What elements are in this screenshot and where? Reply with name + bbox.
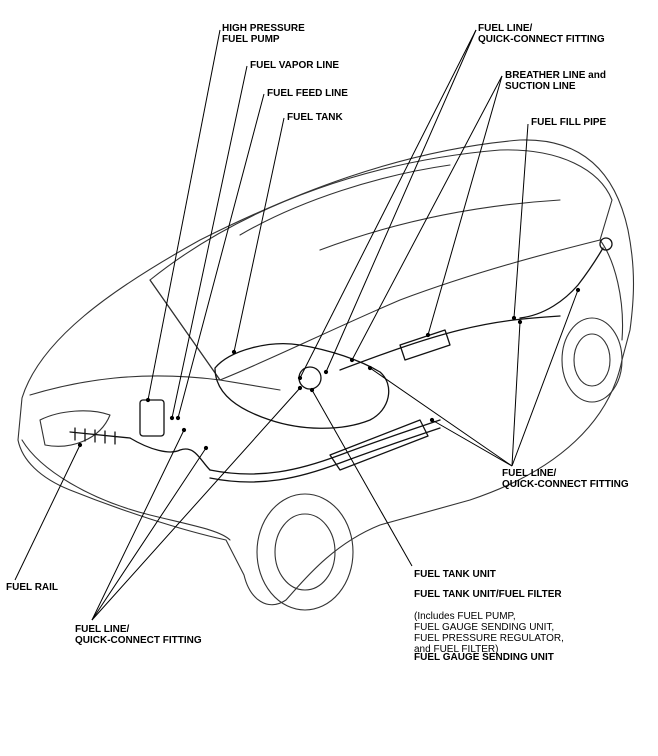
- leader-fuel-line-bottom-2-tip: [203, 445, 209, 451]
- rear-wheel-outer: [561, 317, 623, 403]
- label-line: FUEL RAIL: [6, 582, 59, 593]
- underfloor-fuel-lines: [209, 419, 441, 475]
- leader-fuel-fill-pipe-tip: [511, 315, 517, 321]
- exhaust-muffler: [329, 419, 429, 471]
- leader-fuel-feed-line: [177, 93, 265, 419]
- leader-fuel-rail-tip: [77, 442, 83, 448]
- leader-fuel-line-bottom-1-tip: [181, 427, 187, 433]
- label-line: FUEL TANK: [287, 112, 343, 123]
- leader-fuel-rail: [14, 444, 81, 581]
- leader-breather-2: [427, 75, 503, 336]
- leader-fuel-line-right-3-tip: [517, 319, 523, 325]
- leader-fuel-vapor-line-tip: [169, 415, 175, 421]
- label-line: FUEL LINE/: [75, 624, 130, 635]
- leader-fuel-line-bottom-1: [91, 429, 185, 621]
- label-breather-suction-line: BREATHER LINE and SUCTION LINE: [505, 70, 606, 92]
- leader-fuel-line-bottom-2: [91, 447, 207, 621]
- leader-fuel-line-right-4-tip: [575, 287, 581, 293]
- leader-fuel-tank-unit: [311, 389, 413, 567]
- label-line: FUEL LINE/: [478, 23, 533, 34]
- leader-fuel-line-top-1-tip: [297, 375, 303, 381]
- label-fuel-gauge-sending-unit: FUEL GAUGE SENDING UNIT: [414, 652, 554, 663]
- leader-breather-2-tip: [425, 332, 431, 338]
- leader-fuel-line-right-1: [369, 367, 513, 467]
- label-fuel-tank: FUEL TANK: [287, 112, 343, 123]
- label-line: BREATHER LINE and: [505, 70, 606, 81]
- label-fuel-feed-line: FUEL FEED LINE: [267, 88, 348, 99]
- fuel-tank-unit-shape: [298, 366, 322, 390]
- label-line: QUICK-CONNECT FITTING: [75, 635, 202, 646]
- label-line: (Includes FUEL PUMP,: [414, 611, 516, 622]
- label-fuel-vapor-line: FUEL VAPOR LINE: [250, 60, 339, 71]
- label-fuel-fill-pipe: FUEL FILL PIPE: [531, 117, 606, 128]
- label-line: FUEL TANK UNIT: [414, 569, 496, 580]
- rear-wheel-inner: [573, 333, 611, 387]
- leader-fuel-line-bottom-3: [91, 387, 301, 621]
- leader-breather-1-tip: [349, 357, 355, 363]
- fuel-filler-cap: [599, 237, 613, 251]
- leader-fuel-line-top-2: [325, 29, 477, 373]
- leader-fuel-vapor-line: [171, 65, 248, 419]
- label-fuel-rail: FUEL RAIL: [6, 582, 58, 593]
- car-roof-outline: [149, 149, 613, 381]
- leader-high-pressure-fuel-pump-tip: [145, 397, 151, 403]
- label-fuel-line-right: FUEL LINE/ QUICK-CONNECT FITTING: [502, 468, 629, 490]
- front-wheel-outer: [256, 493, 354, 611]
- side-window-line: [319, 199, 561, 251]
- label-line: FUEL FILL PIPE: [531, 117, 607, 128]
- engine-hoses: [129, 437, 211, 471]
- leader-breather-1: [351, 75, 503, 361]
- leader-fuel-tank-tip: [231, 349, 237, 355]
- leader-fuel-feed-line-tip: [175, 415, 181, 421]
- leader-fuel-line-bottom-3-tip: [297, 385, 303, 391]
- headlight-outline: [39, 410, 111, 447]
- leader-fuel-line-right-1-tip: [367, 365, 373, 371]
- label-line: QUICK-CONNECT FITTING: [502, 479, 629, 490]
- fuel-rail-shape: [69, 427, 131, 445]
- breather-lines: [339, 315, 561, 371]
- label-line: FUEL GAUGE SENDING UNIT: [414, 652, 554, 663]
- label-line: HIGH PRESSURE: [222, 23, 305, 34]
- front-bumper-outline: [21, 439, 231, 541]
- rear-hatch-outline: [599, 239, 624, 341]
- label-line: and FUEL FILTER): [414, 644, 499, 655]
- label-fuel-line-bottom: FUEL LINE/ QUICK-CONNECT FITTING: [75, 624, 202, 646]
- label-high-pressure-fuel-pump: HIGH PRESSURE FUEL PUMP: [222, 23, 305, 45]
- label-line: QUICK-CONNECT FITTING: [478, 34, 605, 45]
- front-wheel-inner: [274, 513, 336, 591]
- leader-fuel-line-top-2-tip: [323, 369, 329, 375]
- label-line: FUEL VAPOR LINE: [250, 60, 340, 71]
- leader-fuel-line-top-1: [299, 29, 477, 379]
- windshield-outline: [149, 164, 451, 381]
- leader-fuel-line-right-4: [511, 289, 579, 467]
- high-pressure-pump-shape: [139, 399, 165, 437]
- leader-fuel-line-right-2-tip: [429, 417, 435, 423]
- label-line: FUEL GAUGE SENDING UNIT,: [414, 622, 555, 633]
- hood-line: [29, 375, 281, 396]
- leader-fuel-tank: [233, 117, 285, 353]
- underfloor-fuel-lines-2: [209, 427, 441, 483]
- leader-high-pressure-fuel-pump: [147, 29, 221, 401]
- label-line: FUEL LINE/: [502, 468, 557, 479]
- label-fuel-line-top: FUEL LINE/ QUICK-CONNECT FITTING: [478, 23, 605, 45]
- label-line: FUEL FEED LINE: [267, 88, 348, 99]
- leader-fuel-fill-pipe: [513, 123, 529, 319]
- label-line: SUCTION LINE: [505, 81, 576, 92]
- label-line: FUEL PRESSURE REGULATOR,: [414, 633, 564, 644]
- leader-fuel-line-right-3: [511, 321, 521, 467]
- label-fuel-tank-unit: FUEL TANK UNIT: [414, 569, 496, 580]
- label-line: FUEL TANK UNIT/FUEL FILTER: [414, 589, 562, 600]
- label-line: FUEL PUMP: [222, 34, 280, 45]
- label-fuel-tank-unit-filter: FUEL TANK UNIT/FUEL FILTER: [414, 589, 562, 600]
- leader-fuel-line-right-2: [431, 419, 513, 467]
- fuel-tank-shape: [214, 343, 390, 429]
- leader-fuel-tank-unit-tip: [309, 387, 315, 393]
- label-includes-note: (Includes FUEL PUMP, FUEL GAUGE SENDING …: [414, 611, 564, 655]
- fuel-fill-pipe-shape: [519, 247, 604, 319]
